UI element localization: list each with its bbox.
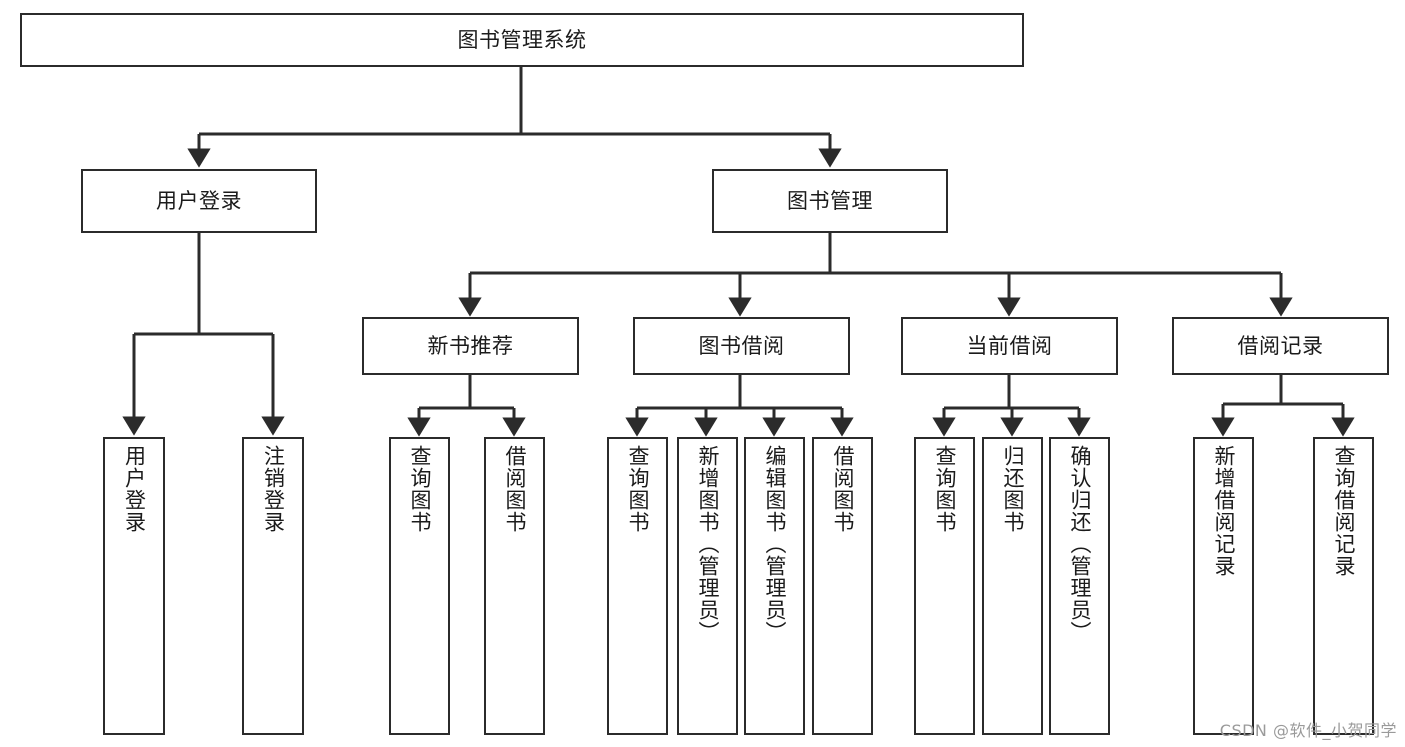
node-leaf-user-logout[interactable]: 注销登录 [242,437,304,735]
node-book-manage[interactable]: 图书管理 [712,169,948,233]
node-leaf-borrow-book-1[interactable]: 借阅图书 [484,437,545,735]
node-leaf-return-book-label: 归还图书 [1001,445,1025,533]
node-leaf-add-book-label: 新增图书（管理员） [696,445,720,643]
node-leaf-return-book[interactable]: 归还图书 [982,437,1043,735]
node-current-borrow[interactable]: 当前借阅 [901,317,1118,375]
node-leaf-borrow-book-2[interactable]: 借阅图书 [812,437,873,735]
node-leaf-query-book-1-label: 查询图书 [408,445,432,533]
node-root[interactable]: 图书管理系统 [20,13,1024,67]
node-leaf-user-login[interactable]: 用户登录 [103,437,165,735]
node-borrow-record-label: 借阅记录 [1237,333,1324,358]
watermark-text: CSDN @软件_小贺同学 [1219,721,1397,740]
node-leaf-confirm-return-label: 确认归还（管理员） [1068,445,1092,643]
node-current-borrow-label: 当前借阅 [966,333,1053,358]
node-leaf-borrow-book-1-label: 借阅图书 [503,445,527,533]
node-leaf-edit-book[interactable]: 编辑图书（管理员） [744,437,805,735]
node-leaf-user-login-label: 用户登录 [122,445,147,533]
node-book-manage-label: 图书管理 [787,188,873,213]
node-new-book-recommend-label: 新书推荐 [427,333,514,358]
node-leaf-query-book-2-label: 查询图书 [626,445,650,533]
node-root-label: 图书管理系统 [457,27,587,52]
node-leaf-user-logout-label: 注销登录 [261,445,286,533]
node-leaf-edit-book-label: 编辑图书（管理员） [763,445,787,643]
node-borrow-record[interactable]: 借阅记录 [1172,317,1389,375]
node-user-login-label: 用户登录 [156,188,242,213]
node-leaf-query-book-2[interactable]: 查询图书 [607,437,668,735]
node-leaf-query-book-3[interactable]: 查询图书 [914,437,975,735]
node-user-login[interactable]: 用户登录 [81,169,317,233]
node-new-book-recommend[interactable]: 新书推荐 [362,317,579,375]
node-leaf-add-record[interactable]: 新增借阅记录 [1193,437,1254,735]
node-leaf-query-book-3-label: 查询图书 [933,445,957,533]
node-leaf-confirm-return[interactable]: 确认归还（管理员） [1049,437,1110,735]
node-leaf-borrow-book-2-label: 借阅图书 [831,445,855,533]
node-book-borrow-label: 图书借阅 [698,333,785,358]
node-leaf-query-record-label: 查询借阅记录 [1332,445,1356,577]
node-leaf-add-record-label: 新增借阅记录 [1212,445,1236,577]
node-leaf-query-book-1[interactable]: 查询图书 [389,437,450,735]
node-leaf-query-record[interactable]: 查询借阅记录 [1313,437,1374,735]
node-book-borrow[interactable]: 图书借阅 [633,317,850,375]
node-leaf-add-book[interactable]: 新增图书（管理员） [677,437,738,735]
